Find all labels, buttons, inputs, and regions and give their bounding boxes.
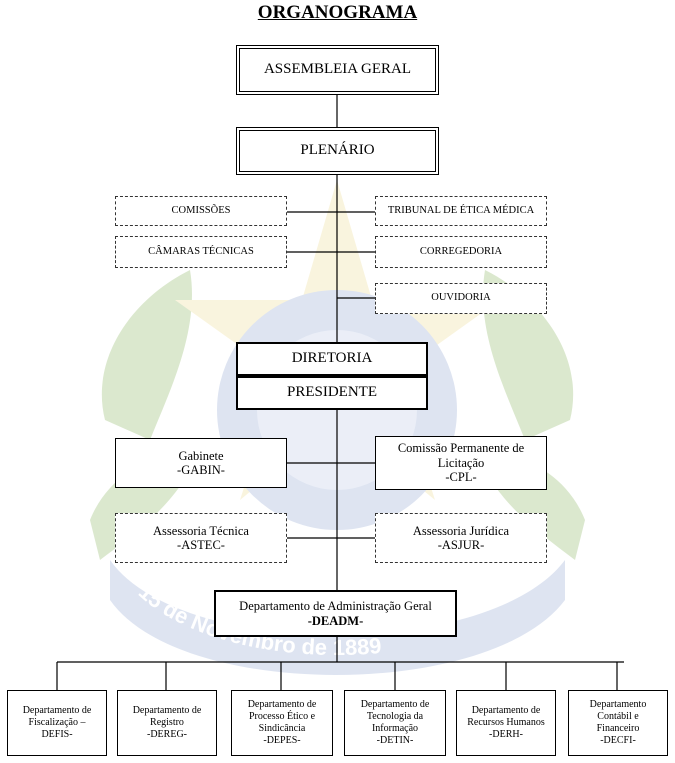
department-code: DEFIS- [41, 729, 73, 740]
ouvidoria-box: OUVIDORIA [375, 283, 547, 314]
department-label: Processo Ético e [248, 711, 316, 722]
corregedoria-label: CORREGEDORIA [419, 245, 503, 257]
department-box-defis: Departamento de Fiscalização – DEFIS- [7, 690, 107, 756]
comissoes-box: COMISSÕES [115, 196, 287, 226]
cpl-box: Comissão Permanente de Licitação -CPL- [375, 436, 547, 490]
cpl-label-line1: Comissão Permanente de [397, 441, 525, 456]
camaras-tecnicas-box: CÂMARAS TÉCNICAS [115, 236, 287, 268]
department-label: Sindicância [258, 723, 306, 734]
department-code: -DETIN- [376, 735, 414, 746]
department-box-decfi: Departamento Contábil e Financeiro -DECF… [568, 690, 668, 756]
department-label: Departamento [589, 699, 647, 710]
department-label: Tecnologia da [366, 711, 424, 722]
gabinete-label: Gabinete [178, 448, 224, 463]
department-code: -DEREG- [147, 729, 187, 740]
cpl-code: -CPL- [445, 470, 477, 485]
asjur-code: -ASJUR- [437, 538, 485, 552]
department-label: Departamento de [247, 699, 317, 710]
department-box-detin: Departamento de Tecnologia da Informação… [344, 690, 446, 756]
tribunal-etica-label: TRIBUNAL DE ÉTICA MÉDICA [387, 204, 535, 216]
asjur-label: Assessoria Jurídica [412, 523, 510, 538]
department-label: Departamento de [360, 699, 430, 710]
department-label: Informação [371, 723, 419, 734]
deadm-code: -DEADM- [307, 613, 364, 628]
page-title: ORGANOGRAMA [257, 2, 418, 23]
deadm-box: Departamento de Administração Geral -DEA… [214, 590, 457, 637]
presidente-label: PRESIDENTE [287, 384, 377, 401]
department-box-dereg: Departamento de Registro -DEREG- [117, 690, 217, 756]
astec-label: Assessoria Técnica [153, 523, 249, 538]
comissoes-label: COMISSÕES [171, 204, 231, 216]
gabinete-box: Gabinete -GABIN- [115, 438, 287, 488]
diretoria-label: DIRETORIA [291, 350, 373, 367]
plenario-box: PLENÁRIO [236, 127, 439, 175]
cpl-label-line2: Licitação [437, 455, 485, 470]
department-code: -DEPES- [263, 735, 301, 746]
astec-box: Assessoria Técnica -ASTEC- [115, 513, 287, 563]
tribunal-etica-box: TRIBUNAL DE ÉTICA MÉDICA [375, 196, 547, 226]
department-label: Contábil e [597, 711, 639, 722]
department-label: Departamento de [22, 705, 92, 716]
asjur-box: Assessoria Jurídica -ASJUR- [375, 513, 547, 563]
diretoria-box: DIRETORIA [236, 342, 428, 376]
assembleia-geral-label: ASSEMBLEIA GERAL [263, 61, 412, 78]
department-label: Registro [150, 717, 184, 728]
camaras-tecnicas-label: CÂMARAS TÉCNICAS [148, 245, 254, 257]
gabinete-code: -GABIN- [177, 463, 225, 477]
department-box-derh: Departamento de Recursos Humanos -DERH- [456, 690, 556, 756]
department-box-depes: Departamento de Processo Ético e Sindicâ… [231, 690, 333, 756]
corregedoria-box: CORREGEDORIA [375, 236, 547, 268]
plenario-label: PLENÁRIO [300, 142, 375, 159]
department-label: Departamento de [471, 705, 541, 716]
presidente-box: PRESIDENTE [236, 376, 428, 410]
department-label: Fiscalização – [28, 717, 86, 728]
department-label: Financeiro [596, 723, 640, 734]
ouvidoria-label: OUVIDORIA [431, 292, 491, 304]
department-code: -DECFI- [600, 735, 636, 746]
deadm-label: Departamento de Administração Geral [239, 599, 432, 614]
department-label: Recursos Humanos [467, 717, 545, 728]
astec-code: -ASTEC- [177, 538, 225, 552]
assembleia-geral-box: ASSEMBLEIA GERAL [236, 45, 439, 95]
department-label: Departamento de [132, 705, 202, 716]
department-code: -DERH- [489, 729, 523, 740]
